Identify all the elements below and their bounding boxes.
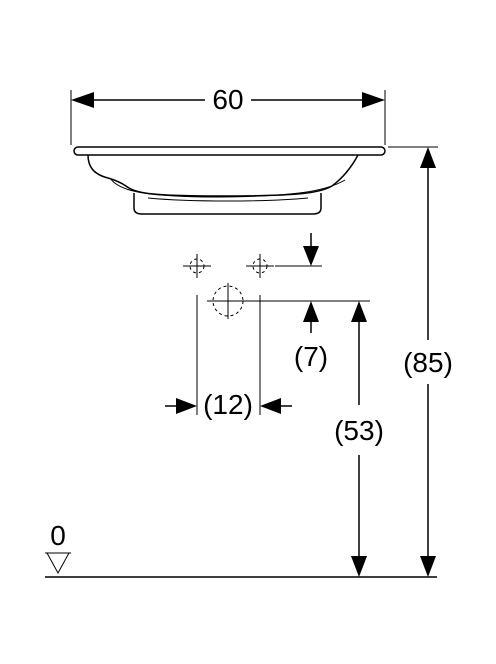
offset-arrow (303, 301, 319, 322)
outlet-height-dimension: (53) (334, 301, 384, 577)
offset-label: (7) (294, 341, 328, 372)
water-connection-left-icon (189, 258, 205, 274)
floor-level: 0 (45, 520, 437, 578)
total-height-label: (85) (403, 347, 453, 378)
basin-bowl-inner (109, 177, 346, 198)
basin-base-detail (147, 197, 309, 202)
width-arrow-left (71, 92, 94, 108)
basin-outline (73, 146, 386, 215)
width-label: 60 (212, 84, 243, 115)
spacing-dimension: (12) (165, 295, 292, 420)
basin-rim (73, 146, 386, 156)
total-height-dimension: (85) (388, 146, 453, 577)
waste-outlet (207, 283, 370, 319)
basin-base (133, 193, 322, 215)
water-connection-arrow (303, 233, 319, 266)
outlet-height-label: (53) (334, 415, 384, 446)
width-dimension: 60 (70, 84, 386, 145)
floor-level-label: 0 (50, 520, 66, 551)
water-connection-right-icon (252, 258, 268, 274)
spacing-arrow-left (176, 398, 197, 414)
offset-dimension: (7) (294, 301, 328, 372)
width-arrow-right (362, 92, 385, 108)
spacing-arrow-right (260, 398, 281, 414)
floor-level-triangle-icon (46, 552, 70, 575)
water-connection-right (246, 254, 322, 278)
spacing-label: (12) (203, 389, 253, 420)
water-connection-left (183, 254, 211, 278)
